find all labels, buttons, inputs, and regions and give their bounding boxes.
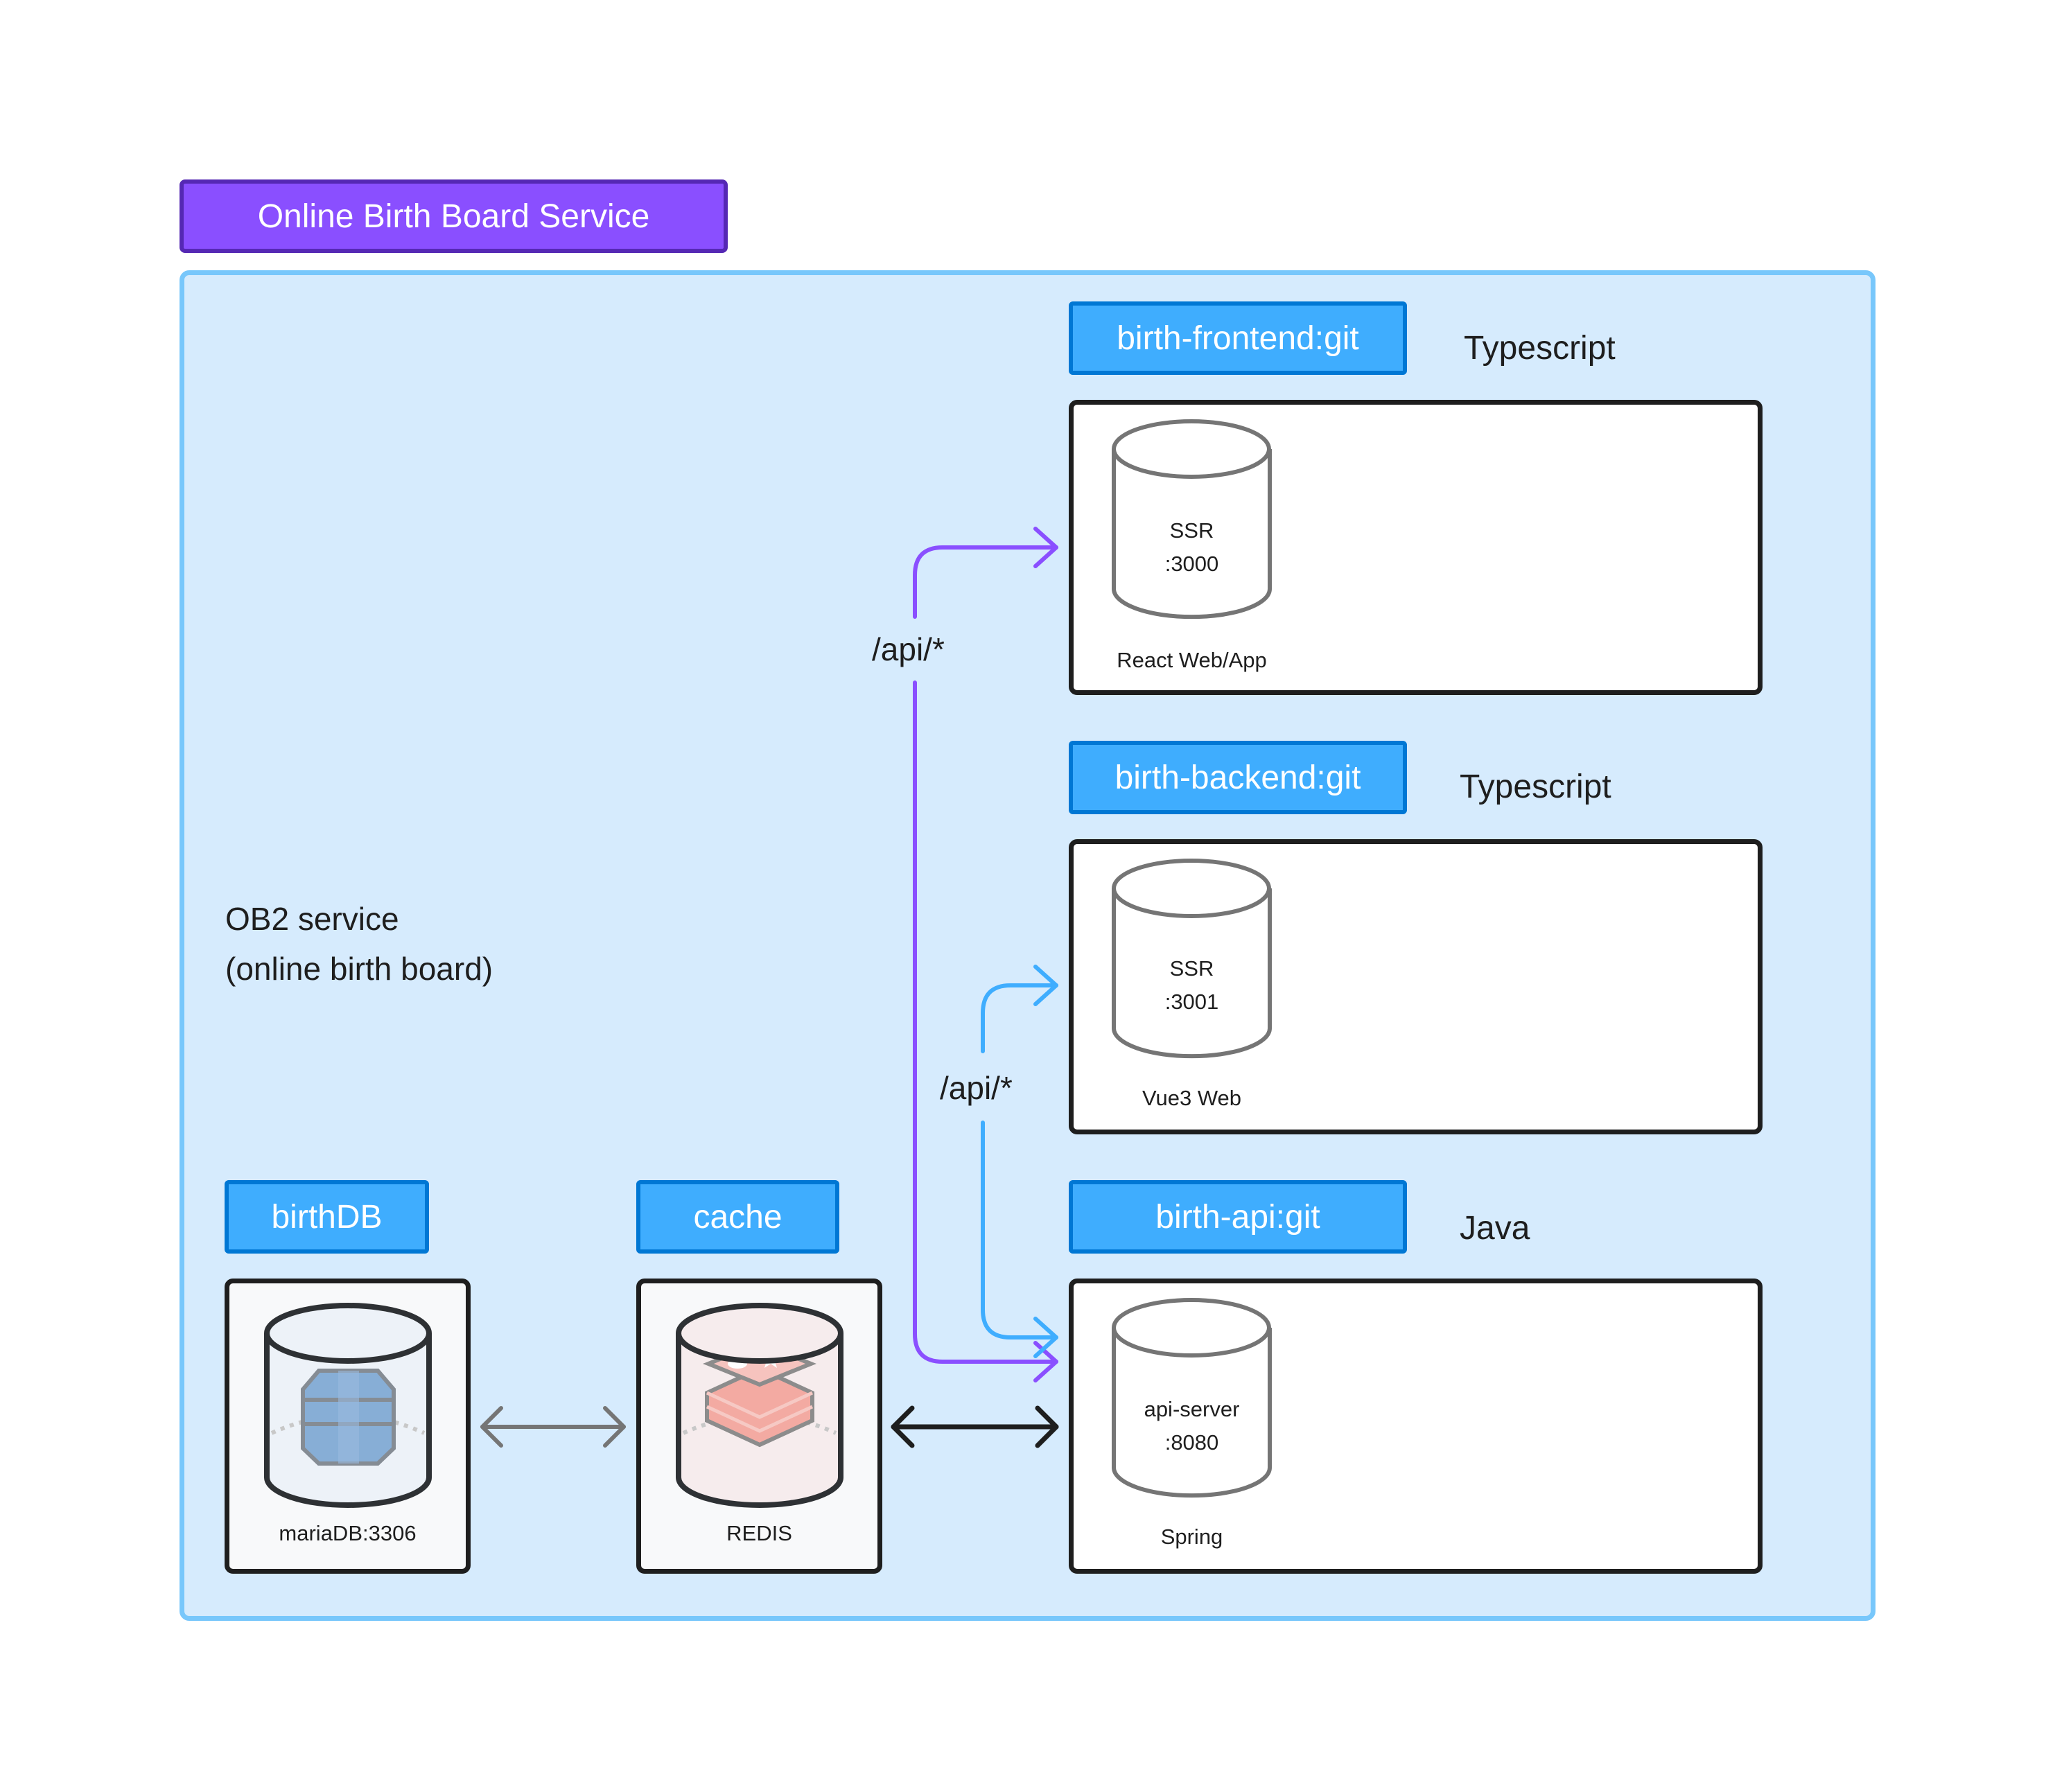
backend-language: Typescript: [1460, 768, 1611, 805]
cache-tag: cache: [636, 1180, 839, 1254]
backend-repo-tag: birth-backend:git: [1069, 741, 1407, 814]
backend-node-line1: SSR: [1169, 956, 1214, 981]
redis-icon: [652, 1292, 869, 1520]
frontend-node-line1: SSR: [1169, 518, 1214, 543]
backend-node-label: SSR :3001: [1114, 956, 1270, 1014]
route-backend-label: /api/*: [936, 1069, 1017, 1107]
frontend-node-line2: :3000: [1164, 552, 1219, 576]
api-language: Java: [1460, 1210, 1530, 1247]
container-description: OB2 service (online birth board): [225, 894, 493, 994]
route-backend-arrow[interactable]: [981, 965, 1058, 1358]
db-cache-connection-arrow[interactable]: [480, 1406, 626, 1448]
frontend-language: Typescript: [1464, 330, 1616, 367]
frontend-repo-tag: birth-frontend:git: [1069, 301, 1407, 375]
backend-node-cylinder-icon: [1112, 859, 1272, 1059]
api-node-line2: :8080: [1164, 1430, 1219, 1455]
description-line2: (online birth board): [225, 951, 493, 987]
api-node-line1: api-server: [1144, 1397, 1240, 1421]
api-node-label: api-server :8080: [1114, 1397, 1270, 1455]
backend-node-line2: :3001: [1164, 990, 1219, 1014]
api-repo-tag: birth-api:git: [1069, 1180, 1407, 1254]
cache-api-connection-arrow[interactable]: [891, 1405, 1059, 1448]
backend-caption: Vue3 Web: [1142, 1086, 1242, 1110]
frontend-node-label: SSR :3000: [1114, 518, 1270, 577]
birthdb-tag: birthDB: [225, 1180, 429, 1254]
route-frontend-label: /api/*: [868, 631, 949, 668]
api-caption: Spring: [1160, 1525, 1223, 1549]
api-node-cylinder-icon: [1112, 1298, 1272, 1498]
birthdb-caption: mariaDB:3306: [279, 1521, 417, 1545]
frontend-caption: React Web/App: [1117, 648, 1267, 672]
cache-caption: REDIS: [726, 1521, 792, 1545]
frontend-node-cylinder-icon: [1112, 419, 1272, 620]
description-line1: OB2 service: [225, 901, 399, 937]
diagram-title: Online Birth Board Service: [180, 179, 728, 253]
database-icon: [240, 1292, 457, 1520]
